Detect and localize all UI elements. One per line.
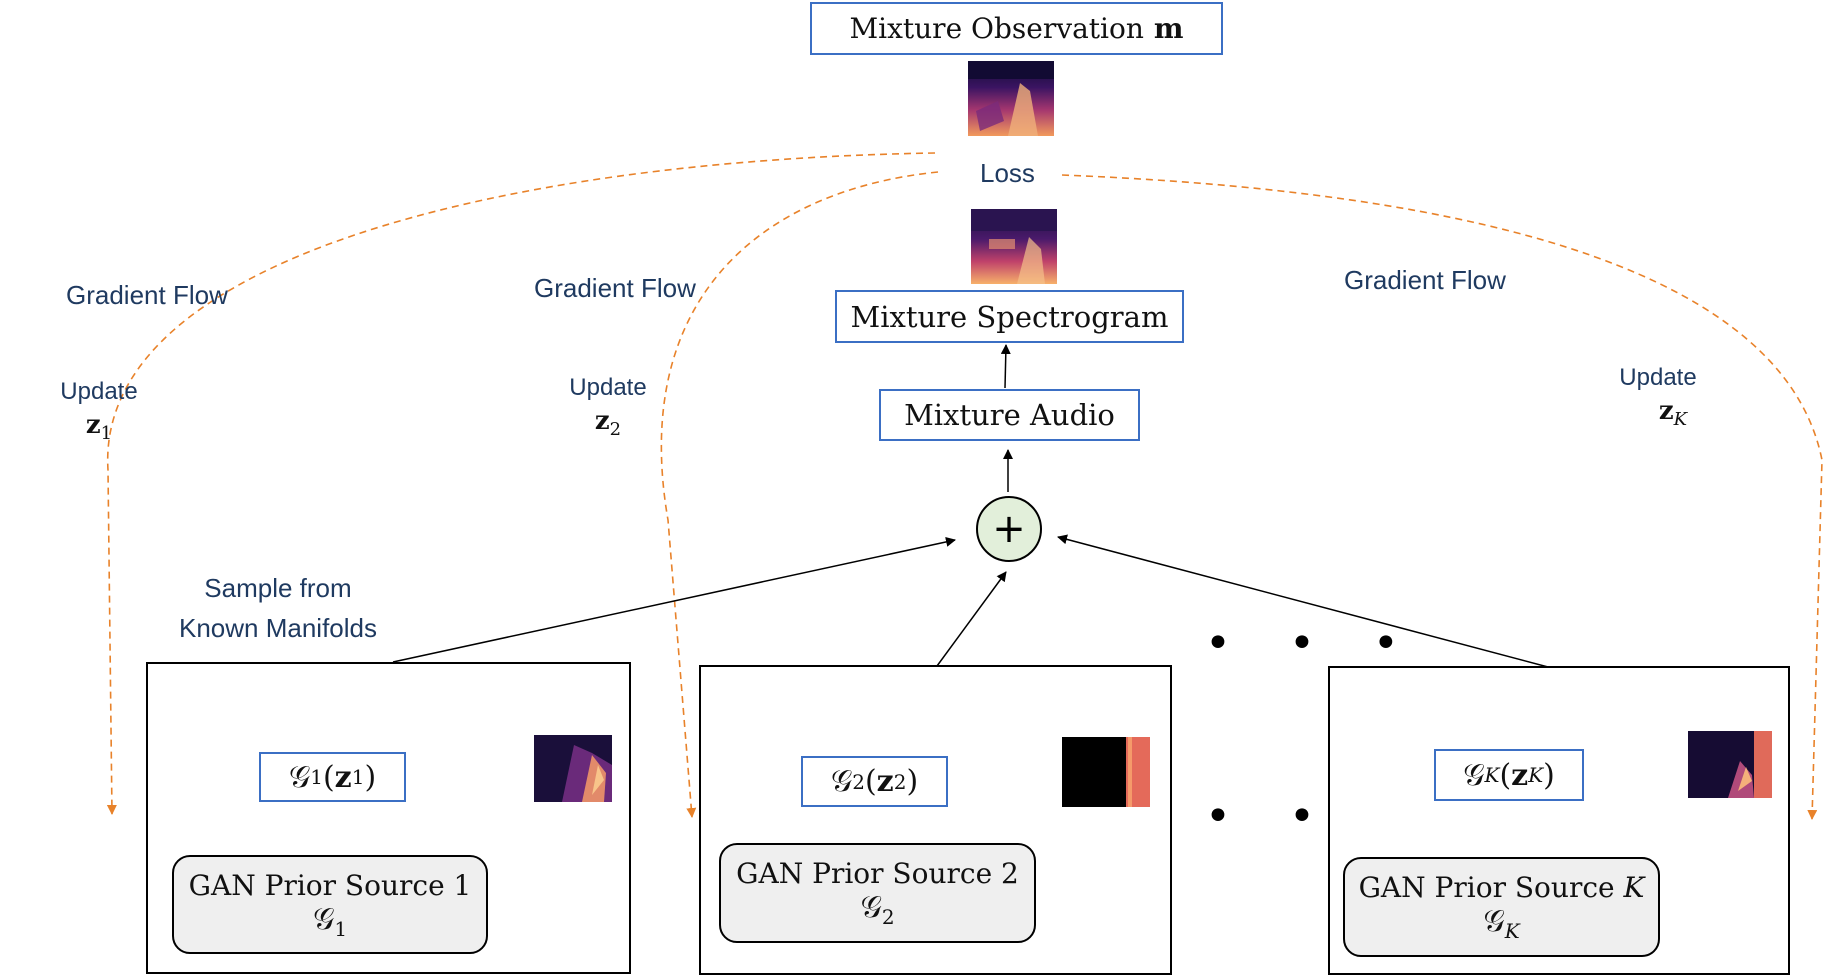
generator-K-z-index: K <box>1528 763 1544 787</box>
arrow-source1-to-sum <box>392 537 956 663</box>
update-word-3: Update <box>1619 364 1697 391</box>
gan-prior-2-index: 2 <box>881 905 895 929</box>
gan-prior-K-sub: K <box>1504 919 1520 943</box>
gradient-flow-curve-1 <box>106 152 936 815</box>
arrow-audio-to-spectrogram <box>1000 344 1011 389</box>
gradient-flow-label-2: Gradient Flow <box>534 273 696 303</box>
update-z1-var: z <box>85 410 101 440</box>
update-z2: z2 <box>563 406 653 440</box>
mixture-audio-label: Mixture Audio <box>904 398 1115 432</box>
sample-from-manifolds-label: Sample from Known Manifolds <box>160 568 396 648</box>
gradient-flow-curve-3 <box>1061 174 1823 820</box>
mixture-audio-box: Mixture Audio <box>879 389 1140 441</box>
generator-2-symbol: 𝒢 <box>830 764 853 799</box>
gan-prior-2-label: GAN Prior Source 2 <box>736 857 1019 890</box>
update-z2-index: 2 <box>609 419 622 441</box>
update-word-1: Update <box>60 378 138 405</box>
update-label-2: Update z2 <box>563 374 653 440</box>
gan-prior-1: GAN Prior Source 1 𝒢1 <box>172 855 488 954</box>
source-1-spectrogram <box>534 735 612 802</box>
gan-prior-2-symbol-row: 𝒢2 <box>860 890 894 929</box>
loss-label: Loss <box>980 158 1035 188</box>
generator-1-symbol: 𝒢 <box>288 759 311 795</box>
arrow-source2-to-sum <box>936 571 1007 667</box>
update-z1-index: 1 <box>100 423 113 445</box>
sample-from-line2: Known Manifolds <box>179 613 377 643</box>
generator-1-z: z <box>334 759 352 795</box>
mixture-observation-box: Mixture Observation m <box>810 2 1223 55</box>
gan-prior-2: GAN Prior Source 2 𝒢2 <box>719 843 1036 943</box>
update-z1: z1 <box>54 410 144 444</box>
gan-prior-1-symbol-row: 𝒢1 <box>313 902 347 941</box>
update-word-2: Update <box>569 374 647 401</box>
gradient-flow-label-3: Gradient Flow <box>1344 265 1506 295</box>
update-z2-var: z <box>594 406 610 436</box>
gan-prior-K-symbol: 𝒢 <box>1483 904 1505 939</box>
gan-prior-K-label: GAN Prior Source <box>1358 871 1615 904</box>
gan-prior-K-index: K <box>1623 871 1645 904</box>
gan-prior-1-index: 1 <box>334 916 348 941</box>
mixture-spectrogram-label: Mixture Spectrogram <box>850 299 1169 334</box>
gan-prior-K: GAN Prior Source K 𝒢K <box>1343 857 1660 957</box>
generator-1-index: 1 <box>310 765 323 789</box>
arrow-sourceK-to-sum <box>1057 534 1549 668</box>
gan-prior-1-label: GAN Prior Source 1 <box>188 868 472 902</box>
gradient-flow-label-1: Gradient Flow <box>66 280 228 310</box>
sum-node: + <box>976 496 1042 562</box>
source-K-spectrogram <box>1688 731 1772 798</box>
ellipsis-top: • • • <box>1205 618 1421 669</box>
update-zK-index: K <box>1673 409 1688 431</box>
generator-2-index: 2 <box>852 769 865 794</box>
mixture-observation-label: Mixture Observation <box>849 12 1144 45</box>
gan-prior-2-symbol: 𝒢 <box>860 890 882 925</box>
gan-prior-K-label-row: GAN Prior Source K <box>1359 871 1645 904</box>
generator-K-symbol: 𝒢 <box>1463 757 1485 793</box>
update-zK: zK <box>1610 396 1706 430</box>
source-2-spectrogram <box>1062 737 1150 807</box>
mixture-observation-symbol: m <box>1153 12 1184 45</box>
gan-prior-K-symbol-row: 𝒢K <box>1483 904 1519 943</box>
observation-spectrogram <box>968 61 1054 136</box>
mixture-spectrogram-image <box>971 209 1057 284</box>
gradient-flow-curve-2 <box>660 171 939 818</box>
generator-2-z-index: 2 <box>893 769 907 794</box>
update-label-1: Update z1 <box>54 378 144 444</box>
sample-from-line1: Sample from <box>204 573 352 603</box>
update-label-K: Update zK <box>1610 364 1706 430</box>
generator-K-z: z <box>1511 757 1529 793</box>
generator-2-z: z <box>876 764 894 799</box>
update-zK-var: z <box>1658 396 1674 426</box>
generator-1-z-index: 1 <box>351 765 365 789</box>
sum-symbol: + <box>992 506 1026 552</box>
mixture-spectrogram-box: Mixture Spectrogram <box>835 290 1184 343</box>
gan-prior-1-symbol: 𝒢 <box>312 901 335 937</box>
generator-K-index: K <box>1484 763 1500 787</box>
